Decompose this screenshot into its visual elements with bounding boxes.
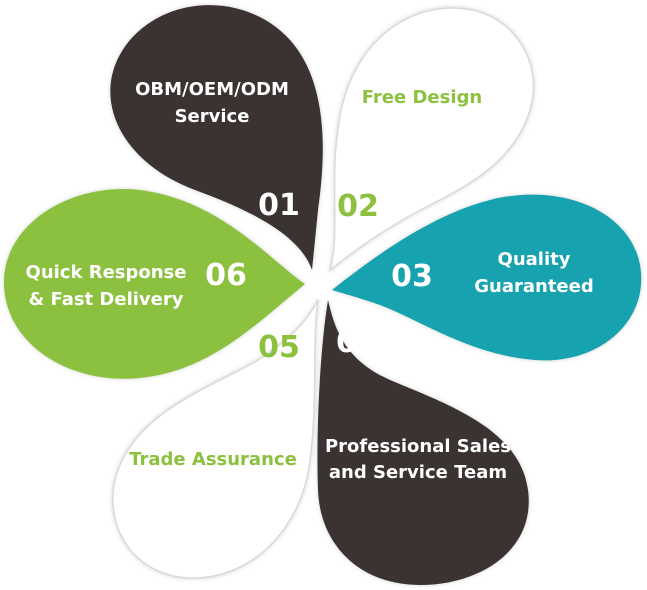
petal-01-title-line2: Service [175, 106, 250, 127]
petal-01-shape [110, 5, 323, 270]
petal-05-shape [112, 299, 319, 579]
petal-03-title-line2: Guaranteed [474, 276, 593, 297]
petal-02: Free Design 02 [328, 7, 535, 273]
petal-05-title-line1: Trade Assurance [129, 449, 297, 470]
petal-01: OBM/OEM/ODM Service 01 [110, 5, 323, 270]
petal-03-number: 03 [391, 259, 433, 294]
petal-02-shape [328, 7, 535, 273]
petal-03: Quality Guaranteed 03 [332, 194, 642, 361]
petal-06-title-line1: Quick Response [26, 262, 187, 283]
petal-02-number: 02 [337, 189, 379, 224]
petal-05: Trade Assurance 05 [112, 299, 319, 579]
petal-04-title-line2: and Service Team [329, 462, 507, 483]
petal-06-shape [3, 189, 305, 379]
petal-06: Quick Response & Fast Delivery 06 [3, 189, 305, 379]
petal-03-title-line1: Quality [498, 249, 571, 270]
petal-04: Professional Sales and Service Team 04 [317, 300, 529, 585]
petal-04-title-line1: Professional Sales [325, 436, 511, 457]
petal-01-title-line1: OBM/OEM/ODM [135, 79, 289, 100]
petal-06-number: 06 [205, 258, 247, 293]
petal-03-shape [332, 194, 642, 361]
petal-04-shape [317, 300, 529, 585]
petal-01-number: 01 [258, 188, 300, 223]
petal-02-title-line1: Free Design [362, 87, 482, 108]
petal-06-title-line2: & Fast Delivery [29, 289, 184, 310]
petal-05-number: 05 [258, 330, 300, 365]
petal-04-number: 04 [336, 325, 378, 360]
